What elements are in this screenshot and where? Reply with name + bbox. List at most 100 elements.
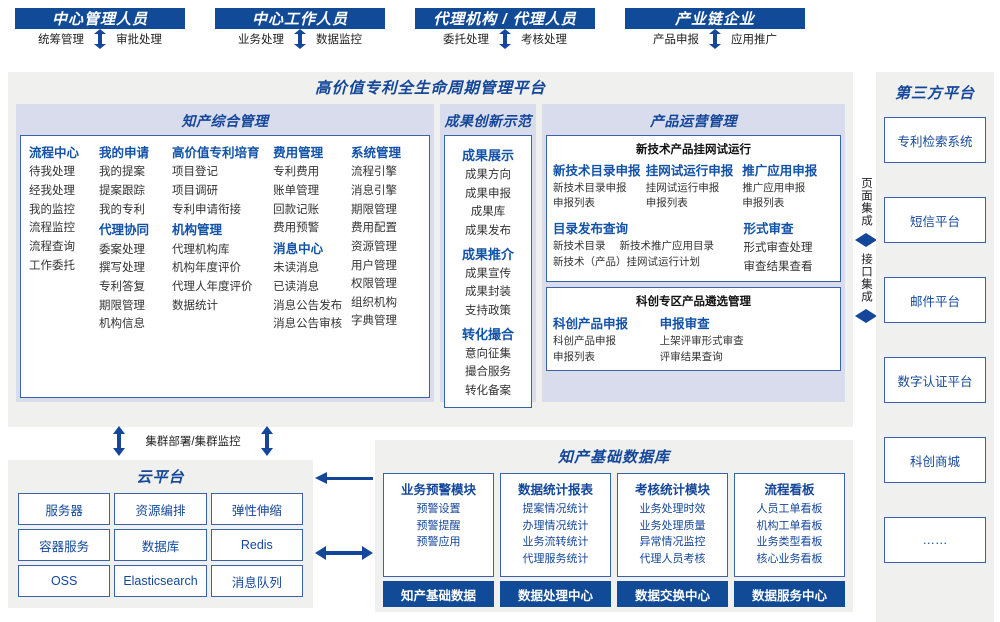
menu-item[interactable]: 撮合服务	[465, 366, 511, 379]
database-card-item[interactable]: 提案情况统计	[522, 503, 589, 515]
menu-item[interactable]: 消息公告发布	[273, 299, 343, 312]
database-card-item[interactable]: 机构工单看板	[756, 519, 823, 532]
group-heading[interactable]: 新技术目录申报	[553, 164, 641, 178]
menu-item[interactable]: 推广应用申报	[742, 181, 806, 194]
menu-item[interactable]: 消息公告审核	[273, 318, 343, 331]
database-card-item[interactable]: 异常情况监控	[639, 536, 706, 548]
cloud-service-2[interactable]: 弹性伸缩	[210, 493, 303, 525]
menu-item[interactable]: 科创产品申报	[553, 335, 616, 347]
menu-item[interactable]: 数据统计	[171, 299, 218, 312]
menu-item[interactable]: 提案跟踪	[99, 185, 146, 197]
role-title-0[interactable]: 中心管理人员	[15, 8, 185, 29]
group-heading[interactable]: 消息中心	[273, 241, 324, 256]
menu-item[interactable]: 新技术推广应用目录	[619, 240, 715, 253]
group-heading[interactable]: 科创产品申报	[553, 316, 629, 331]
database-card-item[interactable]: 业务流转统计	[522, 536, 589, 548]
menu-item[interactable]: 流程引擎	[350, 166, 397, 179]
third-party-item-5[interactable]: ……	[884, 517, 986, 563]
cloud-service-0[interactable]: 服务器	[18, 493, 111, 525]
third-party-item-4[interactable]: 科创商城	[884, 437, 986, 483]
menu-item[interactable]: 成果封装	[465, 286, 511, 299]
database-card-item[interactable]: 预警提醒	[416, 519, 461, 532]
database-card-item[interactable]: 核心业务看板	[756, 552, 823, 565]
menu-item[interactable]: 资源管理	[350, 240, 397, 253]
role-title-2[interactable]: 代理机构 / 代理人员	[415, 8, 595, 29]
group-heading[interactable]: 目录发布查询	[553, 222, 629, 236]
database-card-item[interactable]: 业务类型看板	[756, 536, 823, 548]
database-card-item[interactable]: 代理服务统计	[522, 552, 589, 565]
menu-item[interactable]: 转化备案	[465, 385, 511, 398]
menu-item[interactable]: 费用预警	[273, 222, 320, 235]
group-heading[interactable]: 高价值专利培育	[171, 146, 260, 160]
menu-item[interactable]: 专利费用	[273, 166, 320, 179]
menu-item[interactable]: 挂网试运行申报	[645, 181, 720, 194]
third-party-item-3[interactable]: 数字认证平台	[884, 357, 986, 403]
group-heading[interactable]: 转化撮合	[461, 326, 514, 342]
menu-item[interactable]: 我的提案	[99, 166, 146, 179]
group-heading[interactable]: 机构管理	[171, 223, 222, 238]
role-title-1[interactable]: 中心工作人员	[215, 8, 385, 29]
menu-item[interactable]: 已读消息	[273, 280, 320, 293]
menu-item[interactable]: 成果申报	[465, 187, 511, 200]
menu-item[interactable]: 撰写处理	[99, 262, 146, 275]
menu-item[interactable]: 组织机构	[350, 296, 397, 309]
menu-item[interactable]: 字典管理	[350, 315, 397, 328]
menu-item[interactable]: 审查结果查看	[743, 261, 813, 273]
menu-item[interactable]: 权限管理	[350, 278, 397, 291]
menu-item[interactable]: 流程监控	[29, 222, 75, 235]
menu-item[interactable]: 成果方向	[465, 169, 511, 182]
menu-item[interactable]: 支持政策	[465, 305, 511, 318]
database-footer-0[interactable]: 知产基础数据	[383, 581, 494, 607]
role-title-3[interactable]: 产业链企业	[625, 8, 805, 29]
menu-item[interactable]: 委案处理	[99, 243, 146, 256]
group-heading[interactable]: 推广应用申报	[742, 164, 818, 178]
third-party-item-1[interactable]: 短信平台	[884, 197, 986, 243]
cloud-service-3[interactable]: 容器服务	[18, 529, 111, 561]
menu-item[interactable]: 新技术目录	[553, 240, 606, 253]
database-footer-1[interactable]: 数据处理中心	[500, 581, 611, 607]
menu-item[interactable]: 代理人年度评价	[171, 280, 253, 293]
database-footer-3[interactable]: 数据服务中心	[734, 581, 845, 607]
group-heading[interactable]: 挂网试运行申报	[645, 164, 734, 178]
menu-item[interactable]: 上架评审形式审查	[659, 335, 744, 347]
menu-item[interactable]: 机构信息	[99, 318, 146, 331]
menu-item[interactable]: 意向征集	[465, 347, 511, 360]
menu-item[interactable]: 代理机构库	[171, 243, 230, 256]
third-party-item-0[interactable]: 专利检索系统	[884, 117, 986, 163]
group-heading[interactable]: 我的申请	[99, 146, 150, 160]
group-heading[interactable]: 流程中心	[29, 146, 80, 160]
cloud-service-7[interactable]: Elasticsearch	[114, 565, 207, 597]
menu-item[interactable]: 费用配置	[350, 222, 397, 235]
menu-item[interactable]: 专利申请衔接	[171, 203, 241, 216]
menu-item[interactable]: 评审结果查询	[659, 350, 723, 363]
database-card-item[interactable]: 业务处理质量	[639, 519, 706, 532]
menu-item[interactable]: 账单管理	[273, 185, 320, 197]
third-party-item-2[interactable]: 邮件平台	[884, 277, 986, 323]
menu-item[interactable]: 新技术目录申报	[553, 181, 627, 194]
group-heading[interactable]: 代理协同	[99, 223, 150, 238]
group-heading[interactable]: 申报审查	[659, 316, 710, 331]
menu-item[interactable]: 形式审查处理	[743, 242, 813, 255]
database-card-item[interactable]: 代理人员考核	[639, 552, 706, 565]
menu-item[interactable]: 申报列表	[553, 350, 595, 363]
menu-item[interactable]: 专利答复	[99, 280, 146, 293]
menu-item[interactable]: 经我处理	[29, 185, 75, 197]
cloud-service-5[interactable]: Redis	[210, 529, 303, 561]
menu-item[interactable]: 期限管理	[350, 203, 397, 216]
database-card-item[interactable]: 预警应用	[416, 536, 461, 548]
menu-item[interactable]: 新技术（产品）挂网试运行计划	[553, 256, 700, 269]
menu-item[interactable]: 项目登记	[171, 166, 218, 179]
menu-item[interactable]: 用户管理	[350, 259, 397, 272]
menu-item[interactable]: 申报列表	[553, 197, 595, 210]
group-heading[interactable]: 成果推介	[461, 246, 514, 262]
database-card-item[interactable]: 业务处理时效	[639, 503, 706, 515]
cloud-service-4[interactable]: 数据库	[114, 529, 207, 561]
group-heading[interactable]: 形式审查	[743, 222, 794, 236]
cloud-service-1[interactable]: 资源编排	[114, 493, 207, 525]
menu-item[interactable]: 我的专利	[99, 203, 146, 216]
group-heading[interactable]: 费用管理	[273, 146, 324, 160]
menu-item[interactable]: 未读消息	[273, 262, 320, 275]
database-footer-2[interactable]: 数据交换中心	[617, 581, 728, 607]
cloud-service-8[interactable]: 消息队列	[210, 565, 303, 597]
menu-item[interactable]: 回款记账	[273, 203, 320, 216]
